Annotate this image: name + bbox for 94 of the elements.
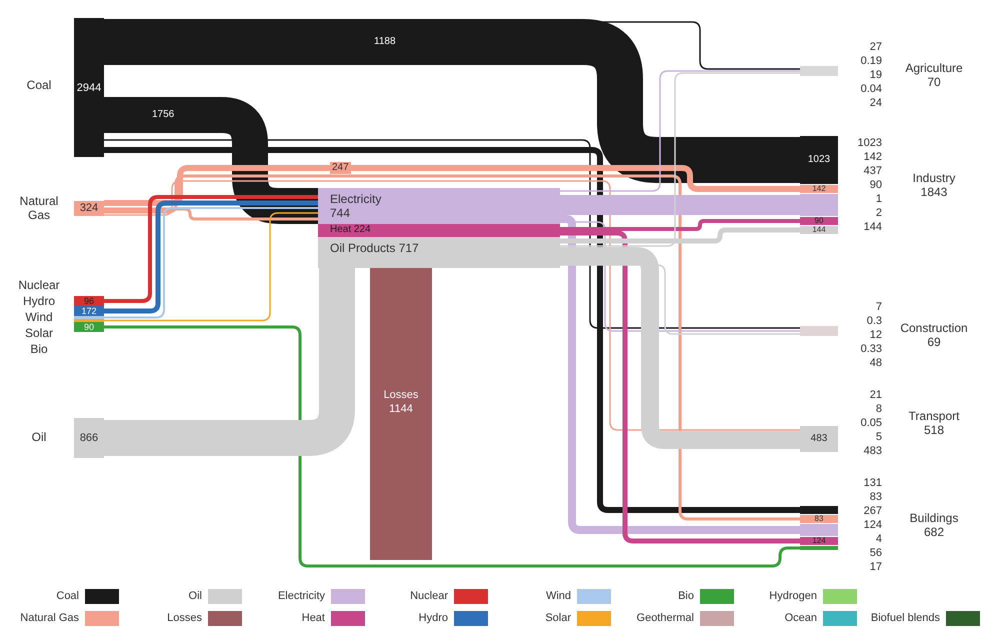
flow-band [560, 264, 800, 335]
legend-label: Nuclear [410, 590, 448, 602]
value-label: 483 [864, 444, 882, 458]
legend-label: Biofuel blends [870, 612, 940, 624]
value-label: 172 [80, 306, 98, 316]
value-label: 2944 [76, 80, 102, 94]
legend-label: Losses [167, 612, 202, 624]
legend-label: Coal [56, 590, 79, 602]
sector-label: Buildings 682 [908, 511, 960, 539]
value-label: 19 [870, 68, 882, 82]
value-label: 90 [870, 178, 882, 192]
sector-bar [800, 546, 838, 550]
legend-label: Natural Gas [20, 612, 79, 624]
flow-band [560, 228, 800, 244]
value-label: 8 [876, 402, 882, 416]
value-label: 7 [876, 300, 882, 314]
value-label: 48 [870, 356, 882, 370]
sector-label: Agriculture 70 [904, 61, 964, 89]
sector-bar: 142 [800, 185, 838, 193]
sector-bar [800, 66, 838, 76]
legend-label: Bio [678, 590, 694, 602]
sector-bar: 124 [800, 537, 838, 545]
sector-label: Construction 69 [899, 321, 969, 349]
flow-band [104, 139, 800, 329]
sector-bar: 1023 [800, 136, 838, 184]
value-label: 0.05 [860, 416, 882, 430]
value-label: 124 [864, 518, 882, 532]
flow-band [104, 180, 800, 431]
legend-label: Geothermal [636, 612, 694, 624]
conversion-band: Heat 224 [318, 224, 560, 237]
value-label: 0.3 [866, 314, 882, 328]
losses-bar: Losses 1144 [370, 268, 432, 560]
flow-value: 247 [330, 162, 351, 174]
value-label: 56 [870, 546, 882, 560]
legend-label: Oil [188, 590, 202, 602]
value-label: 17 [870, 560, 882, 574]
sector-bar: 83 [800, 515, 838, 523]
value-label: 83 [870, 490, 882, 504]
value-label: 1023 [858, 136, 882, 150]
value-label: 0.33 [860, 342, 882, 356]
source-label: Wind [24, 310, 54, 324]
flow-band [104, 208, 318, 220]
flow-band [104, 326, 800, 568]
conversion-band: Oil Products 717 [318, 237, 560, 268]
value-label: 1 [876, 192, 882, 206]
source-label: Solar [24, 326, 54, 340]
value-label: 96 [82, 296, 95, 306]
source-label: Nuclear [17, 278, 61, 292]
sector-bar [800, 326, 838, 336]
flow-band [560, 247, 800, 449]
legend-label: Hydrogen [769, 590, 817, 602]
flow-band [560, 219, 800, 231]
value-label: 24 [870, 96, 882, 110]
legend-label: Ocean [784, 612, 817, 624]
value-label: 12 [870, 328, 882, 342]
flow-band [560, 72, 800, 247]
source-label: Bio [29, 342, 49, 356]
legend-label: Electricity [278, 590, 325, 602]
flow-band [560, 70, 800, 192]
sector-bar: 144 [800, 226, 838, 234]
source-label: Hydro [22, 294, 56, 308]
conversion-band: Electricity 744 [318, 188, 560, 224]
value-label: 5 [876, 430, 882, 444]
value-label: 437 [864, 164, 882, 178]
flow-band [104, 97, 318, 224]
sector-label: Transport 518 [908, 409, 960, 437]
sector-bar [800, 194, 838, 216]
sector-bar: 90 [800, 217, 838, 225]
source-label: Coal [26, 78, 52, 92]
value-label: 142 [864, 150, 882, 164]
value-label: 267 [864, 504, 882, 518]
sector-bar [800, 506, 838, 514]
flow-band [560, 195, 800, 215]
sector-label: Industry 1843 [912, 171, 956, 199]
value-label: 2 [876, 206, 882, 220]
flow-band [104, 165, 800, 206]
value-label: 324 [78, 201, 100, 216]
sector-bar: 483 [800, 426, 838, 452]
value-label: 90 [82, 322, 95, 332]
source-label: Oil [30, 430, 48, 444]
value-label: 131 [864, 476, 882, 490]
legend-label: Heat [302, 612, 325, 624]
legend-label: Hydro [418, 612, 448, 624]
value-label: 4 [876, 532, 882, 546]
value-label: 27 [870, 40, 882, 54]
legend-label: Wind [546, 590, 571, 602]
value-label: 144 [864, 220, 882, 234]
value-label: 0.19 [860, 54, 882, 68]
value-label: 21 [870, 388, 882, 402]
source-label: Natural Gas [18, 194, 60, 222]
value-label: 866 [78, 431, 100, 445]
legend-label: Solar [545, 612, 571, 624]
sector-bar [800, 524, 838, 536]
value-label: 0.04 [860, 82, 882, 96]
